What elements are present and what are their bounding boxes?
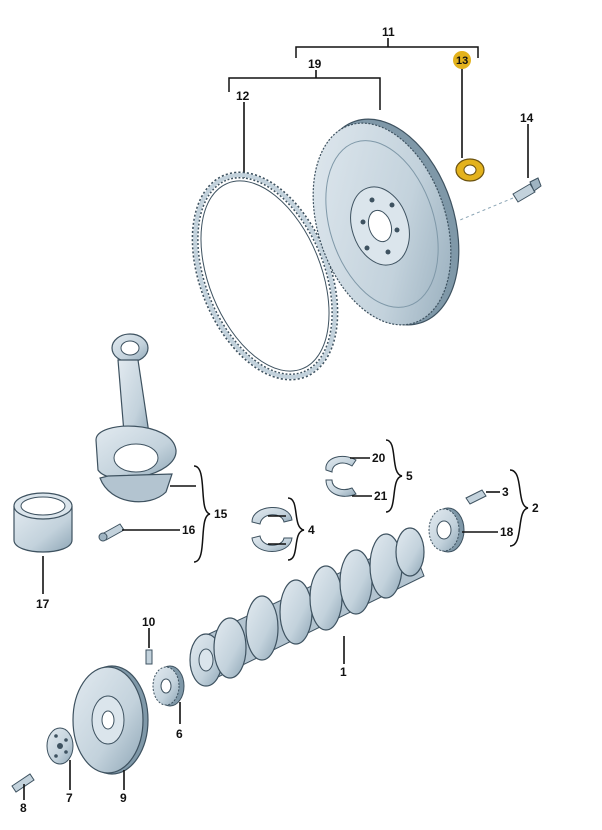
callout-18: 18 (500, 525, 514, 539)
flywheel (312, 118, 460, 326)
flywheel-bolt (512, 177, 542, 203)
group-15-brace (193, 465, 211, 563)
callout-4: 4 (308, 523, 315, 537)
vibration-damper (72, 665, 149, 775)
callout-21: 21 (374, 489, 388, 503)
ring-gear (191, 171, 339, 381)
main-bearing-shells (251, 507, 293, 552)
group-11-bracket (295, 46, 479, 58)
callout-13-badge (453, 51, 471, 69)
callout-5: 5 (406, 469, 413, 483)
pulley-bolt (11, 773, 35, 793)
callout-10: 10 (142, 615, 156, 629)
group-2-brace (509, 469, 529, 547)
callout-3: 3 (502, 485, 509, 499)
callout-11: 11 (382, 25, 395, 39)
callout-20: 20 (372, 451, 386, 465)
timing-sprocket (428, 507, 465, 553)
callout-17: 17 (36, 597, 50, 611)
callout-1: 1 (340, 665, 347, 679)
callout-7: 7 (66, 791, 73, 805)
callout-16: 16 (182, 523, 196, 537)
callout-6: 6 (176, 727, 183, 741)
rod-bolt (98, 523, 125, 542)
thrust-plate (46, 727, 74, 765)
spacer-washer-highlighted (455, 158, 485, 182)
group-4-brace (287, 497, 305, 561)
callout-15: 15 (214, 507, 228, 521)
thrust-washers (325, 455, 357, 497)
connecting-rod (95, 333, 177, 503)
dowel-pin (145, 649, 153, 665)
callout-8: 8 (20, 801, 27, 815)
callout-19: 19 (308, 57, 322, 71)
group-5-brace (385, 439, 403, 513)
alignment-line (459, 197, 514, 221)
crank-sprocket (152, 665, 185, 707)
crankshaft (189, 527, 425, 687)
callout-9: 9 (120, 791, 127, 805)
callout-14: 14 (520, 111, 534, 125)
bushing-sleeve (13, 492, 73, 553)
woodruff-key (465, 489, 487, 505)
callout-13: 13 (456, 55, 468, 67)
group-19-bracket (228, 77, 381, 110)
callout-2: 2 (532, 501, 539, 515)
callout-12: 12 (236, 89, 250, 103)
